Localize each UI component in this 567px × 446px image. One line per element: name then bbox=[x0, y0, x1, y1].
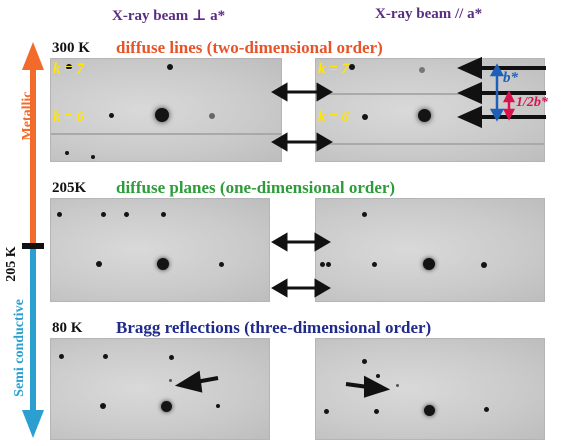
k6-label: k = 6 bbox=[318, 109, 350, 125]
diffraction-spot bbox=[484, 407, 489, 412]
diffraction-spot bbox=[481, 262, 487, 268]
double-arrow bbox=[271, 278, 331, 298]
diffraction-spot bbox=[209, 113, 215, 119]
diffraction-spot bbox=[216, 404, 220, 408]
diffraction-spot bbox=[372, 262, 377, 267]
diffraction-spot bbox=[109, 113, 114, 118]
diffraction-spot bbox=[59, 354, 64, 359]
diffraction-spot bbox=[157, 258, 169, 270]
diffraction-spot bbox=[396, 384, 399, 387]
diffraction-spot bbox=[419, 67, 425, 73]
diffuse-line bbox=[316, 143, 544, 145]
diffraction-spot bbox=[374, 409, 379, 414]
pattern-300k-perpendicular: k = 7 k = 6 bbox=[50, 58, 282, 162]
diffuse-line bbox=[316, 93, 544, 95]
temp-205k: 205K bbox=[52, 180, 87, 196]
diffraction-spot bbox=[362, 212, 367, 217]
row-title-300k: diffuse lines (two-dimensional order) bbox=[116, 38, 383, 57]
diffraction-spot bbox=[101, 212, 106, 217]
transition-marker bbox=[22, 243, 44, 249]
pattern-80k-parallel bbox=[315, 338, 545, 440]
diffraction-spot bbox=[362, 114, 368, 120]
double-arrow bbox=[271, 232, 331, 252]
temp-300k: 300 K bbox=[52, 40, 90, 56]
pattern-205k-parallel bbox=[315, 198, 545, 302]
diffraction-spot bbox=[362, 359, 367, 364]
diffraction-spot bbox=[169, 355, 174, 360]
header-parallel: X-ray beam // a* bbox=[375, 6, 483, 22]
temp-80k: 80 K bbox=[52, 320, 83, 336]
diffuse-line bbox=[51, 133, 281, 135]
right-arrow bbox=[345, 375, 391, 398]
diffraction-spot bbox=[103, 354, 108, 359]
diffraction-spot bbox=[424, 405, 435, 416]
left-arrow bbox=[174, 370, 219, 393]
header-perpendicular: X-ray beam ⊥ a* bbox=[112, 8, 226, 24]
diffraction-spot bbox=[418, 109, 431, 122]
semiconductive-arrowhead bbox=[22, 410, 44, 438]
row-title-205k: diffuse planes (one-dimensional order) bbox=[116, 178, 396, 197]
double-arrow bbox=[271, 82, 333, 102]
diffraction-spot bbox=[155, 108, 169, 122]
diffraction-spot bbox=[100, 403, 106, 409]
diffraction-spot bbox=[57, 212, 62, 217]
diffraction-spot bbox=[65, 151, 69, 155]
bstar-label: b* bbox=[503, 70, 518, 86]
k7-label: k = 7 bbox=[318, 61, 350, 77]
diffraction-spot bbox=[66, 64, 72, 70]
pattern-205k-perpendicular bbox=[50, 198, 270, 302]
diffraction-spot bbox=[423, 258, 435, 270]
diffraction-spot bbox=[161, 212, 166, 217]
diffraction-spot bbox=[219, 262, 224, 267]
row-title-80k: Bragg reflections (three-dimensional ord… bbox=[116, 318, 432, 337]
bstar-arrow bbox=[489, 63, 505, 122]
diffraction-spot bbox=[320, 262, 325, 267]
half-bstar-arrow bbox=[502, 90, 516, 121]
diffraction-spot bbox=[161, 401, 172, 412]
diffraction-spot bbox=[349, 64, 355, 70]
pattern-80k-perpendicular bbox=[50, 338, 270, 440]
double-arrow bbox=[271, 132, 333, 152]
diffraction-spot bbox=[169, 379, 172, 382]
diffraction-spot bbox=[376, 374, 380, 378]
k6-label: k = 6 bbox=[53, 109, 85, 125]
half-bstar-label: 1/2b* bbox=[516, 95, 548, 110]
diffraction-spot bbox=[167, 64, 173, 70]
diffraction-spot bbox=[326, 262, 331, 267]
diffraction-spot bbox=[124, 212, 129, 217]
diffraction-spot bbox=[96, 261, 102, 267]
metallic-arrowhead bbox=[22, 42, 44, 70]
k7-label: k = 7 bbox=[53, 61, 85, 77]
diffraction-spot bbox=[324, 409, 329, 414]
diffraction-spot bbox=[91, 155, 95, 159]
left-arrows bbox=[457, 56, 546, 129]
